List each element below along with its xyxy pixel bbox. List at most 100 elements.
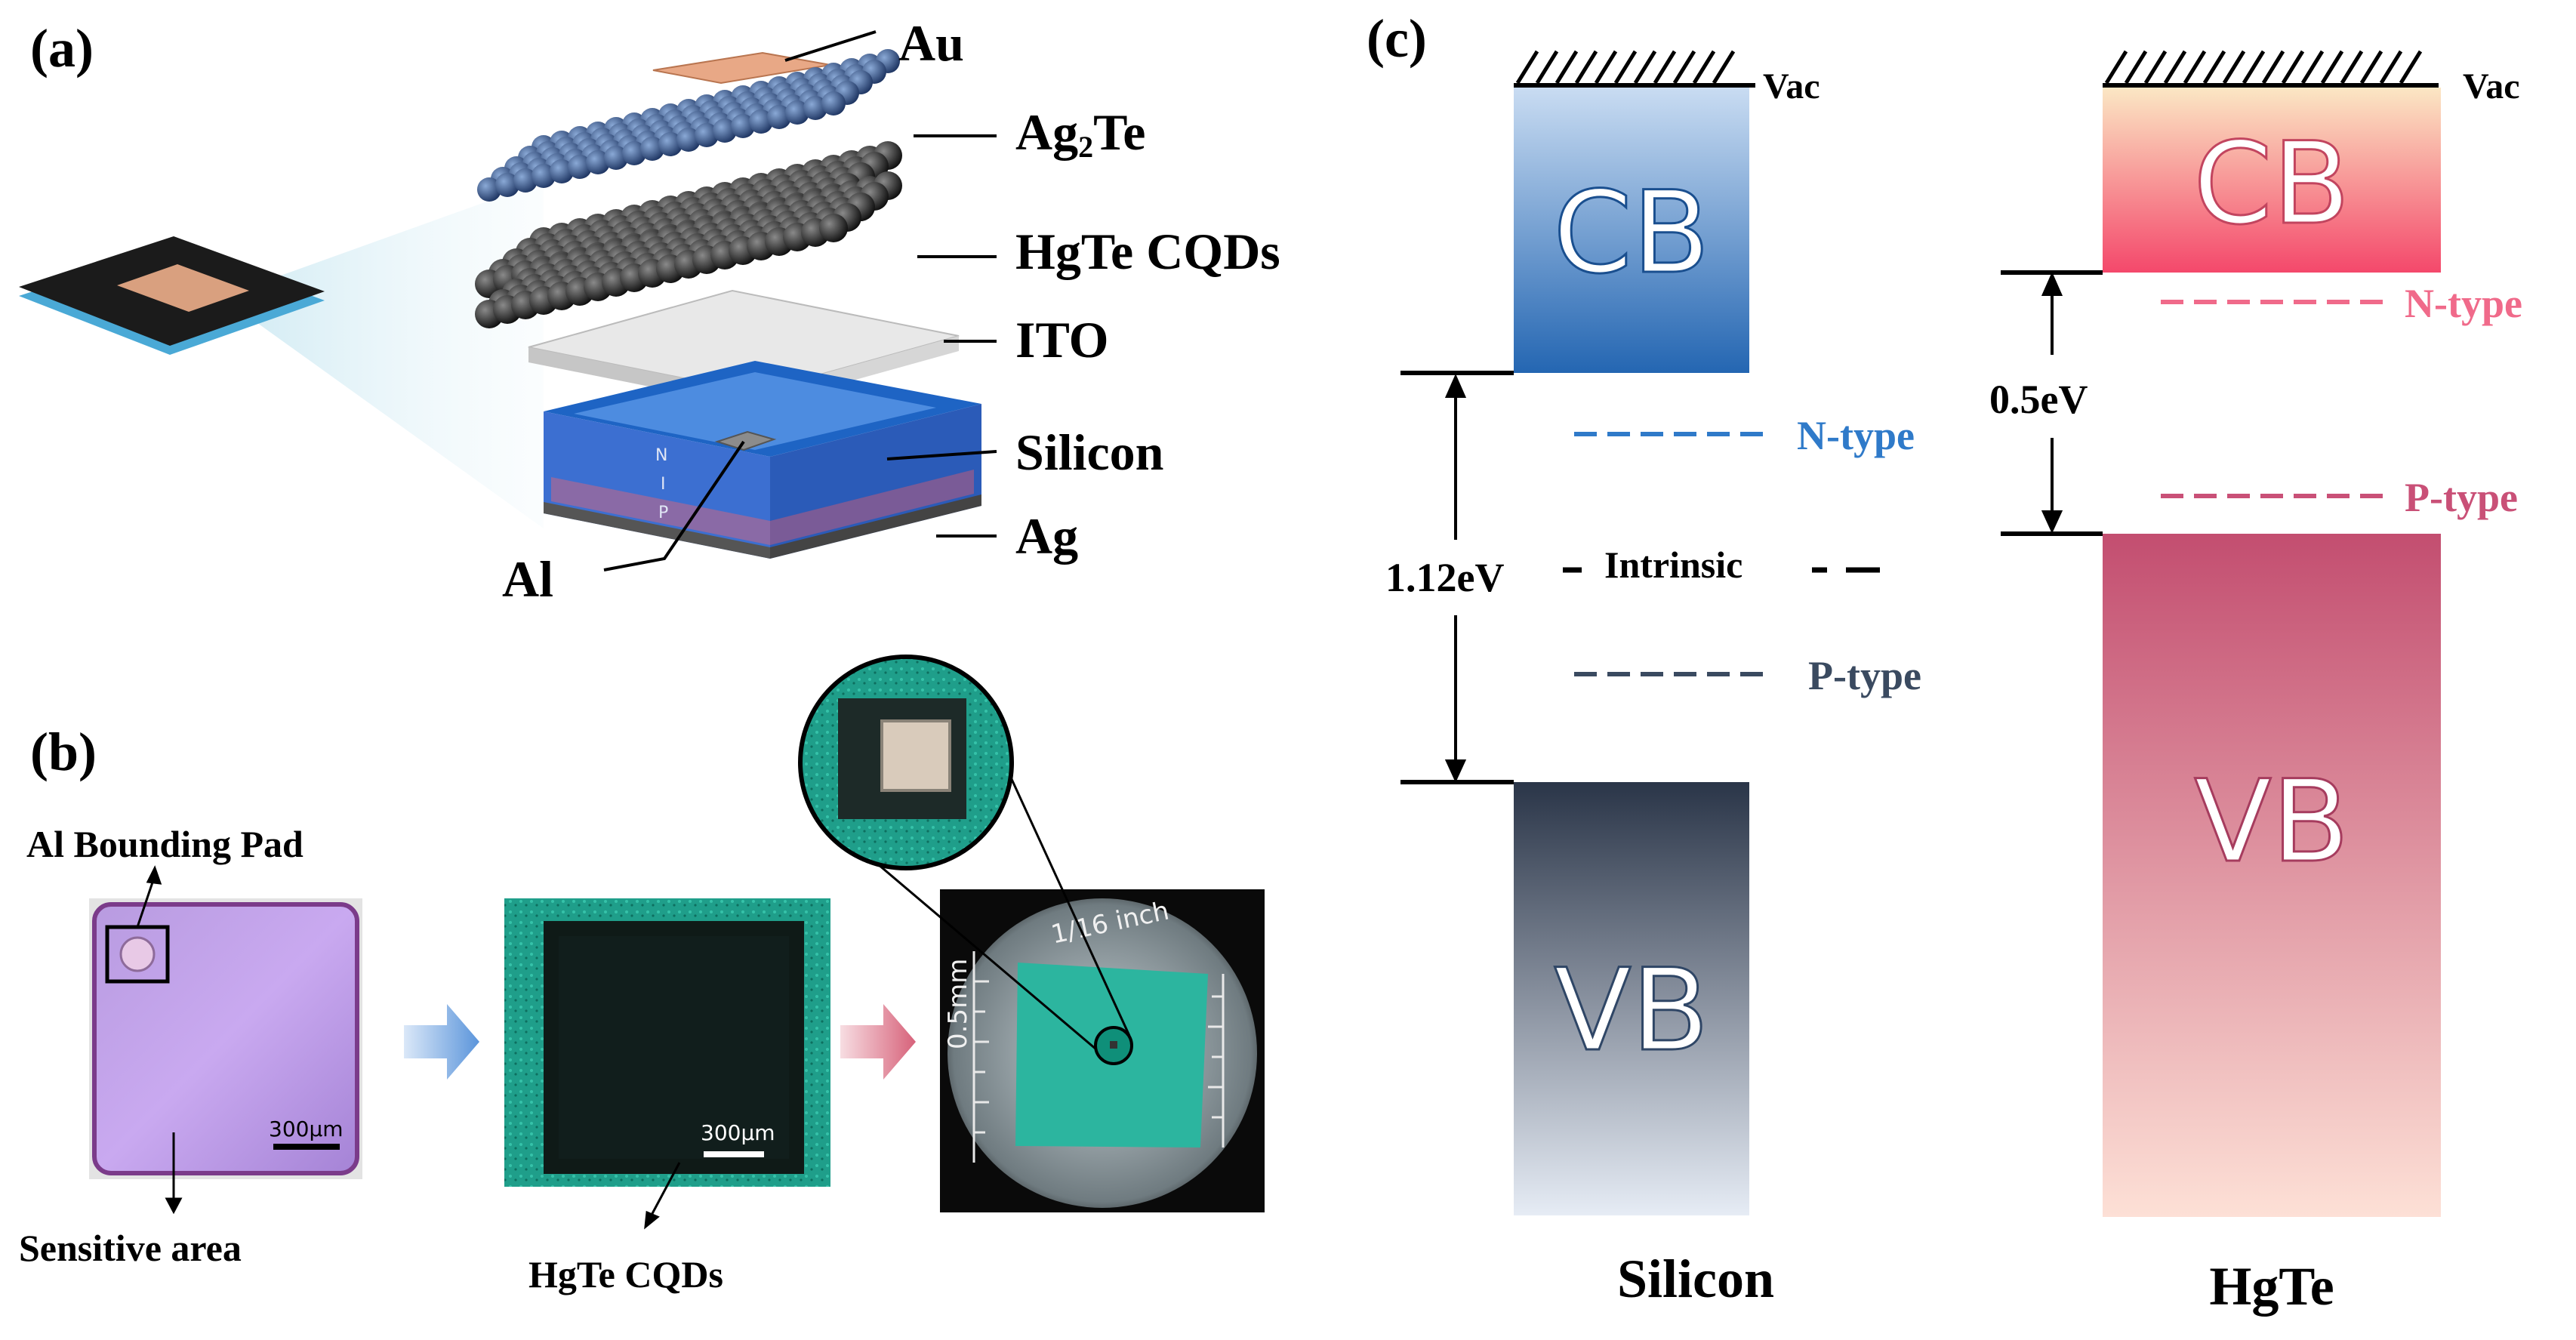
label-hgte-cqds-photo: HgTe CQDs <box>528 1253 723 1295</box>
leader-lines <box>603 30 997 571</box>
nanoparticle <box>731 114 755 138</box>
nanoparticle <box>819 214 848 242</box>
nanoparticle <box>513 168 538 193</box>
label-au: Au <box>898 14 964 72</box>
hgte-cqd-layer <box>475 141 902 328</box>
si-valence-band <box>1514 782 1749 1215</box>
si-cb-text: CB <box>1553 168 1710 299</box>
hatch-mark <box>2281 50 2305 85</box>
hgte-band-diagram: Vac CB VB 0.5eV N-type P-type HgTe <box>1989 50 2522 1317</box>
hatch-mark <box>1515 50 1539 85</box>
scale-bar-label-2: 300μm <box>701 1120 775 1145</box>
nanoparticle <box>695 123 719 147</box>
hatch-mark <box>1672 50 1696 85</box>
panel-c: (c) Vac CB VB 1.12eV N-type Intrinsic <box>1367 8 2522 1317</box>
silicon-block <box>544 361 981 559</box>
hatch-mark <box>2202 50 2226 85</box>
ruler-mm-label: 0.5mm <box>943 959 973 1049</box>
nanoparticle <box>713 119 737 143</box>
si-gap-arrow <box>1444 374 1467 783</box>
hatch-mark <box>2300 50 2325 85</box>
process-arrow-1 <box>404 1004 479 1080</box>
nanoparticle <box>785 100 809 125</box>
nanoparticle <box>767 105 791 129</box>
nip-p: P <box>658 504 668 522</box>
label-ito: ITO <box>1015 311 1108 368</box>
hg-name-label: HgTe <box>2209 1256 2334 1317</box>
nanoparticle <box>532 164 556 188</box>
hg-ntype-label: N-type <box>2405 281 2522 326</box>
label-sensitive-area: Sensitive area <box>19 1227 242 1269</box>
si-conduction-band <box>1514 88 1749 373</box>
hgte-film-photo: 300μm <box>504 898 830 1187</box>
nanoparticle <box>495 173 519 197</box>
hatch-mark <box>2163 50 2187 85</box>
panel-a: (a) <box>19 14 1280 608</box>
nip-n: N <box>655 446 667 465</box>
panel-b-label: (b) <box>30 722 97 782</box>
hg-ptype-label: P-type <box>2405 475 2518 520</box>
hg-conduction-band <box>2103 88 2441 273</box>
si-gap-label: 1.12eV <box>1385 555 1504 600</box>
hatch-mark <box>1555 50 1579 85</box>
nanoparticle <box>550 159 574 183</box>
hatch-mark <box>1613 50 1638 85</box>
vac-hatch-si <box>1515 50 1736 85</box>
nanoparticle <box>658 132 683 156</box>
au-pad-small <box>117 264 249 312</box>
nanoparticle <box>568 155 592 179</box>
silicon-band-diagram: Vac CB VB 1.12eV N-type Intrinsic P-type <box>1385 50 1921 1309</box>
si-intrinsic-label: Intrinsic <box>1604 544 1742 586</box>
vac-label-si: Vac <box>1763 66 1820 106</box>
purple-die-photo: 300μm <box>89 898 362 1179</box>
label-al-bounding-pad: Al Bounding Pad <box>26 823 304 865</box>
hatch-mark <box>1574 50 1598 85</box>
nanoparticle <box>676 128 701 152</box>
nanoparticle <box>821 91 846 116</box>
nanoparticle <box>640 137 664 161</box>
hg-gap-label: 0.5eV <box>1989 377 2088 422</box>
hg-gap-arrow <box>2041 272 2063 534</box>
hatch-mark <box>2399 50 2423 85</box>
panel-a-label: (a) <box>30 18 94 79</box>
hatch-mark <box>1535 50 1559 85</box>
ruler-ticks <box>972 951 1225 1163</box>
hg-cb-text: CB <box>2193 119 2350 250</box>
microscope-photo: 1/16 inch 0.5mm <box>798 655 1265 1212</box>
hg-valence-band <box>2103 534 2441 1217</box>
hatch-mark <box>2359 50 2383 85</box>
si-ntype-label: N-type <box>1797 413 1915 458</box>
nanoparticle <box>604 146 628 170</box>
hatch-mark <box>2143 50 2168 85</box>
hatch-mark <box>1712 50 1736 85</box>
vac-hatch-hg <box>2104 50 2423 85</box>
hatch-mark <box>2183 50 2207 85</box>
chip-overview <box>19 236 325 355</box>
hatch-mark <box>1594 50 1618 85</box>
hg-vb-text: VB <box>2194 756 2350 888</box>
nanoparticle <box>749 109 773 134</box>
nip-i: I <box>661 475 666 494</box>
nanoparticle <box>803 96 827 120</box>
process-arrow-2 <box>840 1004 916 1080</box>
ag2te-layer <box>477 49 900 202</box>
hatch-mark <box>2104 50 2128 85</box>
label-ag2te: Ag2Te <box>1015 103 1145 164</box>
label-al: Al <box>502 550 553 608</box>
hatch-mark <box>2320 50 2344 85</box>
nanoparticle <box>477 177 501 202</box>
si-ptype-label: P-type <box>1808 653 1921 698</box>
hatch-mark <box>2124 50 2148 85</box>
si-vb-text: VB <box>1554 945 1709 1077</box>
label-hgte-cqds: HgTe CQDs <box>1015 223 1280 280</box>
panel-b: (b) 300μm Al Bounding Pad Sensitive area <box>19 655 1265 1295</box>
nanoparticle <box>622 141 646 165</box>
label-silicon: Silicon <box>1015 424 1164 481</box>
hatch-mark <box>2222 50 2246 85</box>
hatch-mark <box>2379 50 2403 85</box>
panel-c-label: (c) <box>1367 8 1427 69</box>
vac-label-hg: Vac <box>2463 66 2520 106</box>
hatch-mark <box>2261 50 2285 85</box>
al-pad-photo <box>119 936 156 972</box>
